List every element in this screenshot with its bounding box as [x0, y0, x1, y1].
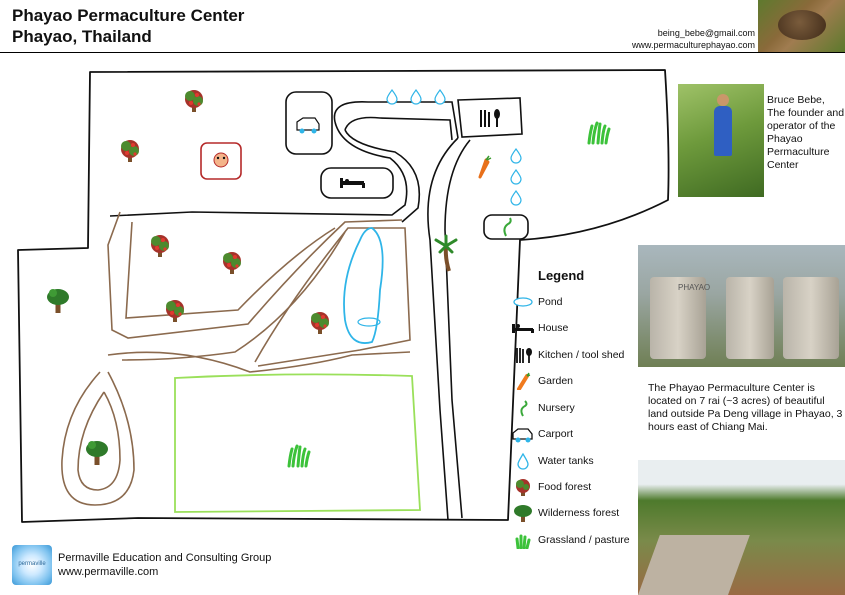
- legend-item-nursery: Nursery: [508, 398, 648, 418]
- legend-title: Legend: [538, 268, 585, 283]
- water-tanks-photo: PHAYAO: [638, 245, 845, 367]
- legend-label: Kitchen / tool shed: [538, 349, 625, 361]
- fruit-tree-icon: [516, 479, 530, 496]
- pond-icon: [513, 297, 533, 307]
- legend-item-water-tanks: Water tanks: [508, 451, 648, 471]
- footer-org: Permaville Education and Consulting Grou…: [58, 552, 272, 564]
- footer-url[interactable]: www.permaville.com: [58, 566, 159, 578]
- center-description: The Phayao Permaculture Center is locate…: [648, 382, 843, 433]
- legend-item-food-forest: Food forest: [508, 477, 648, 497]
- legend-label: Carport: [538, 428, 574, 440]
- sprout-icon: [520, 400, 528, 417]
- legend-item-grassland: Grassland / pasture: [508, 530, 648, 550]
- legend-item-kitchen: Kitchen / tool shed: [508, 345, 648, 365]
- map-title: Phayao Permaculture Center: [12, 6, 245, 25]
- legend-item-pond: Pond: [508, 292, 648, 312]
- legend-item-house: House: [508, 318, 648, 338]
- garden-photo: [638, 460, 845, 595]
- header-divider: [0, 52, 845, 53]
- turtle-photo: [758, 0, 845, 52]
- legend-label: Grassland / pasture: [538, 534, 630, 546]
- legend-label: Wilderness forest: [538, 507, 620, 519]
- tank-lettering: PHAYAO: [678, 283, 711, 292]
- legend-label: House: [538, 322, 569, 334]
- kitchen-icon: [516, 348, 532, 363]
- legend-item-carport: Carport: [508, 424, 648, 444]
- grass-icon: [515, 534, 531, 549]
- carrot-icon: [517, 372, 531, 390]
- legend-label: Food forest: [538, 481, 592, 493]
- car-icon: [512, 428, 533, 443]
- legend-label: Garden: [538, 375, 574, 387]
- tree-icon: [514, 505, 532, 522]
- legend-item-garden: Garden: [508, 371, 648, 391]
- house-icon: [512, 324, 534, 333]
- legend-item-wilderness-forest: Wilderness forest: [508, 503, 648, 523]
- legend-label: Nursery: [538, 402, 575, 414]
- permaville-logo: permaville: [12, 545, 52, 585]
- logo-text: permaville: [18, 561, 46, 567]
- legend-label: Water tanks: [538, 455, 594, 467]
- map-subtitle: Phayao, Thailand: [12, 27, 152, 46]
- legend-label: Pond: [538, 296, 563, 308]
- contact-email[interactable]: being_bebe@gmail.com: [657, 28, 755, 38]
- contact-website[interactable]: www.permaculturephayao.com: [631, 40, 755, 50]
- bruce-photo: [678, 84, 764, 197]
- bruce-caption: Bruce Bebe, The founder and operator of …: [767, 94, 845, 171]
- water-drop-icon: [517, 452, 529, 470]
